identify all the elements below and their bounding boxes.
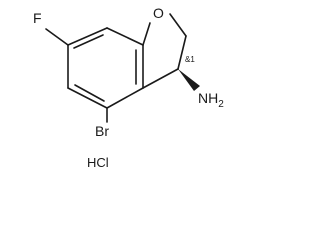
bromine-label: Br — [95, 123, 109, 139]
bond-c3a-c7a — [106, 27, 144, 46]
bond-c2-c3 — [177, 35, 187, 70]
bond-c6-f — [45, 28, 69, 46]
salt-label: HCl — [87, 155, 109, 170]
bond-c5-c4 — [106, 87, 144, 109]
bond-o-c2 — [169, 13, 187, 37]
bond-c6-c5 — [67, 87, 108, 109]
oxygen-label: O — [153, 5, 164, 21]
amine-label-subscript: 2 — [218, 99, 224, 110]
double-bond-inner-2 — [74, 84, 105, 102]
stereo-mark: &1 — [185, 55, 195, 64]
fluorine-label: F — [33, 10, 42, 26]
bond-c3-c3a — [142, 68, 179, 89]
bond-c7a-o — [142, 22, 151, 46]
amine-label-main: NH — [198, 90, 218, 106]
structure-canvas: F O Br NH2 &1 HCl — [33, 5, 224, 170]
molecule-drawing: F O Br NH2 &1 HCl — [33, 5, 224, 170]
double-bond-inner-1 — [73, 34, 104, 49]
stereo-wedge — [178, 69, 200, 91]
amine-label: NH2 — [198, 90, 224, 110]
bond-c7a-c7 — [67, 27, 108, 46]
